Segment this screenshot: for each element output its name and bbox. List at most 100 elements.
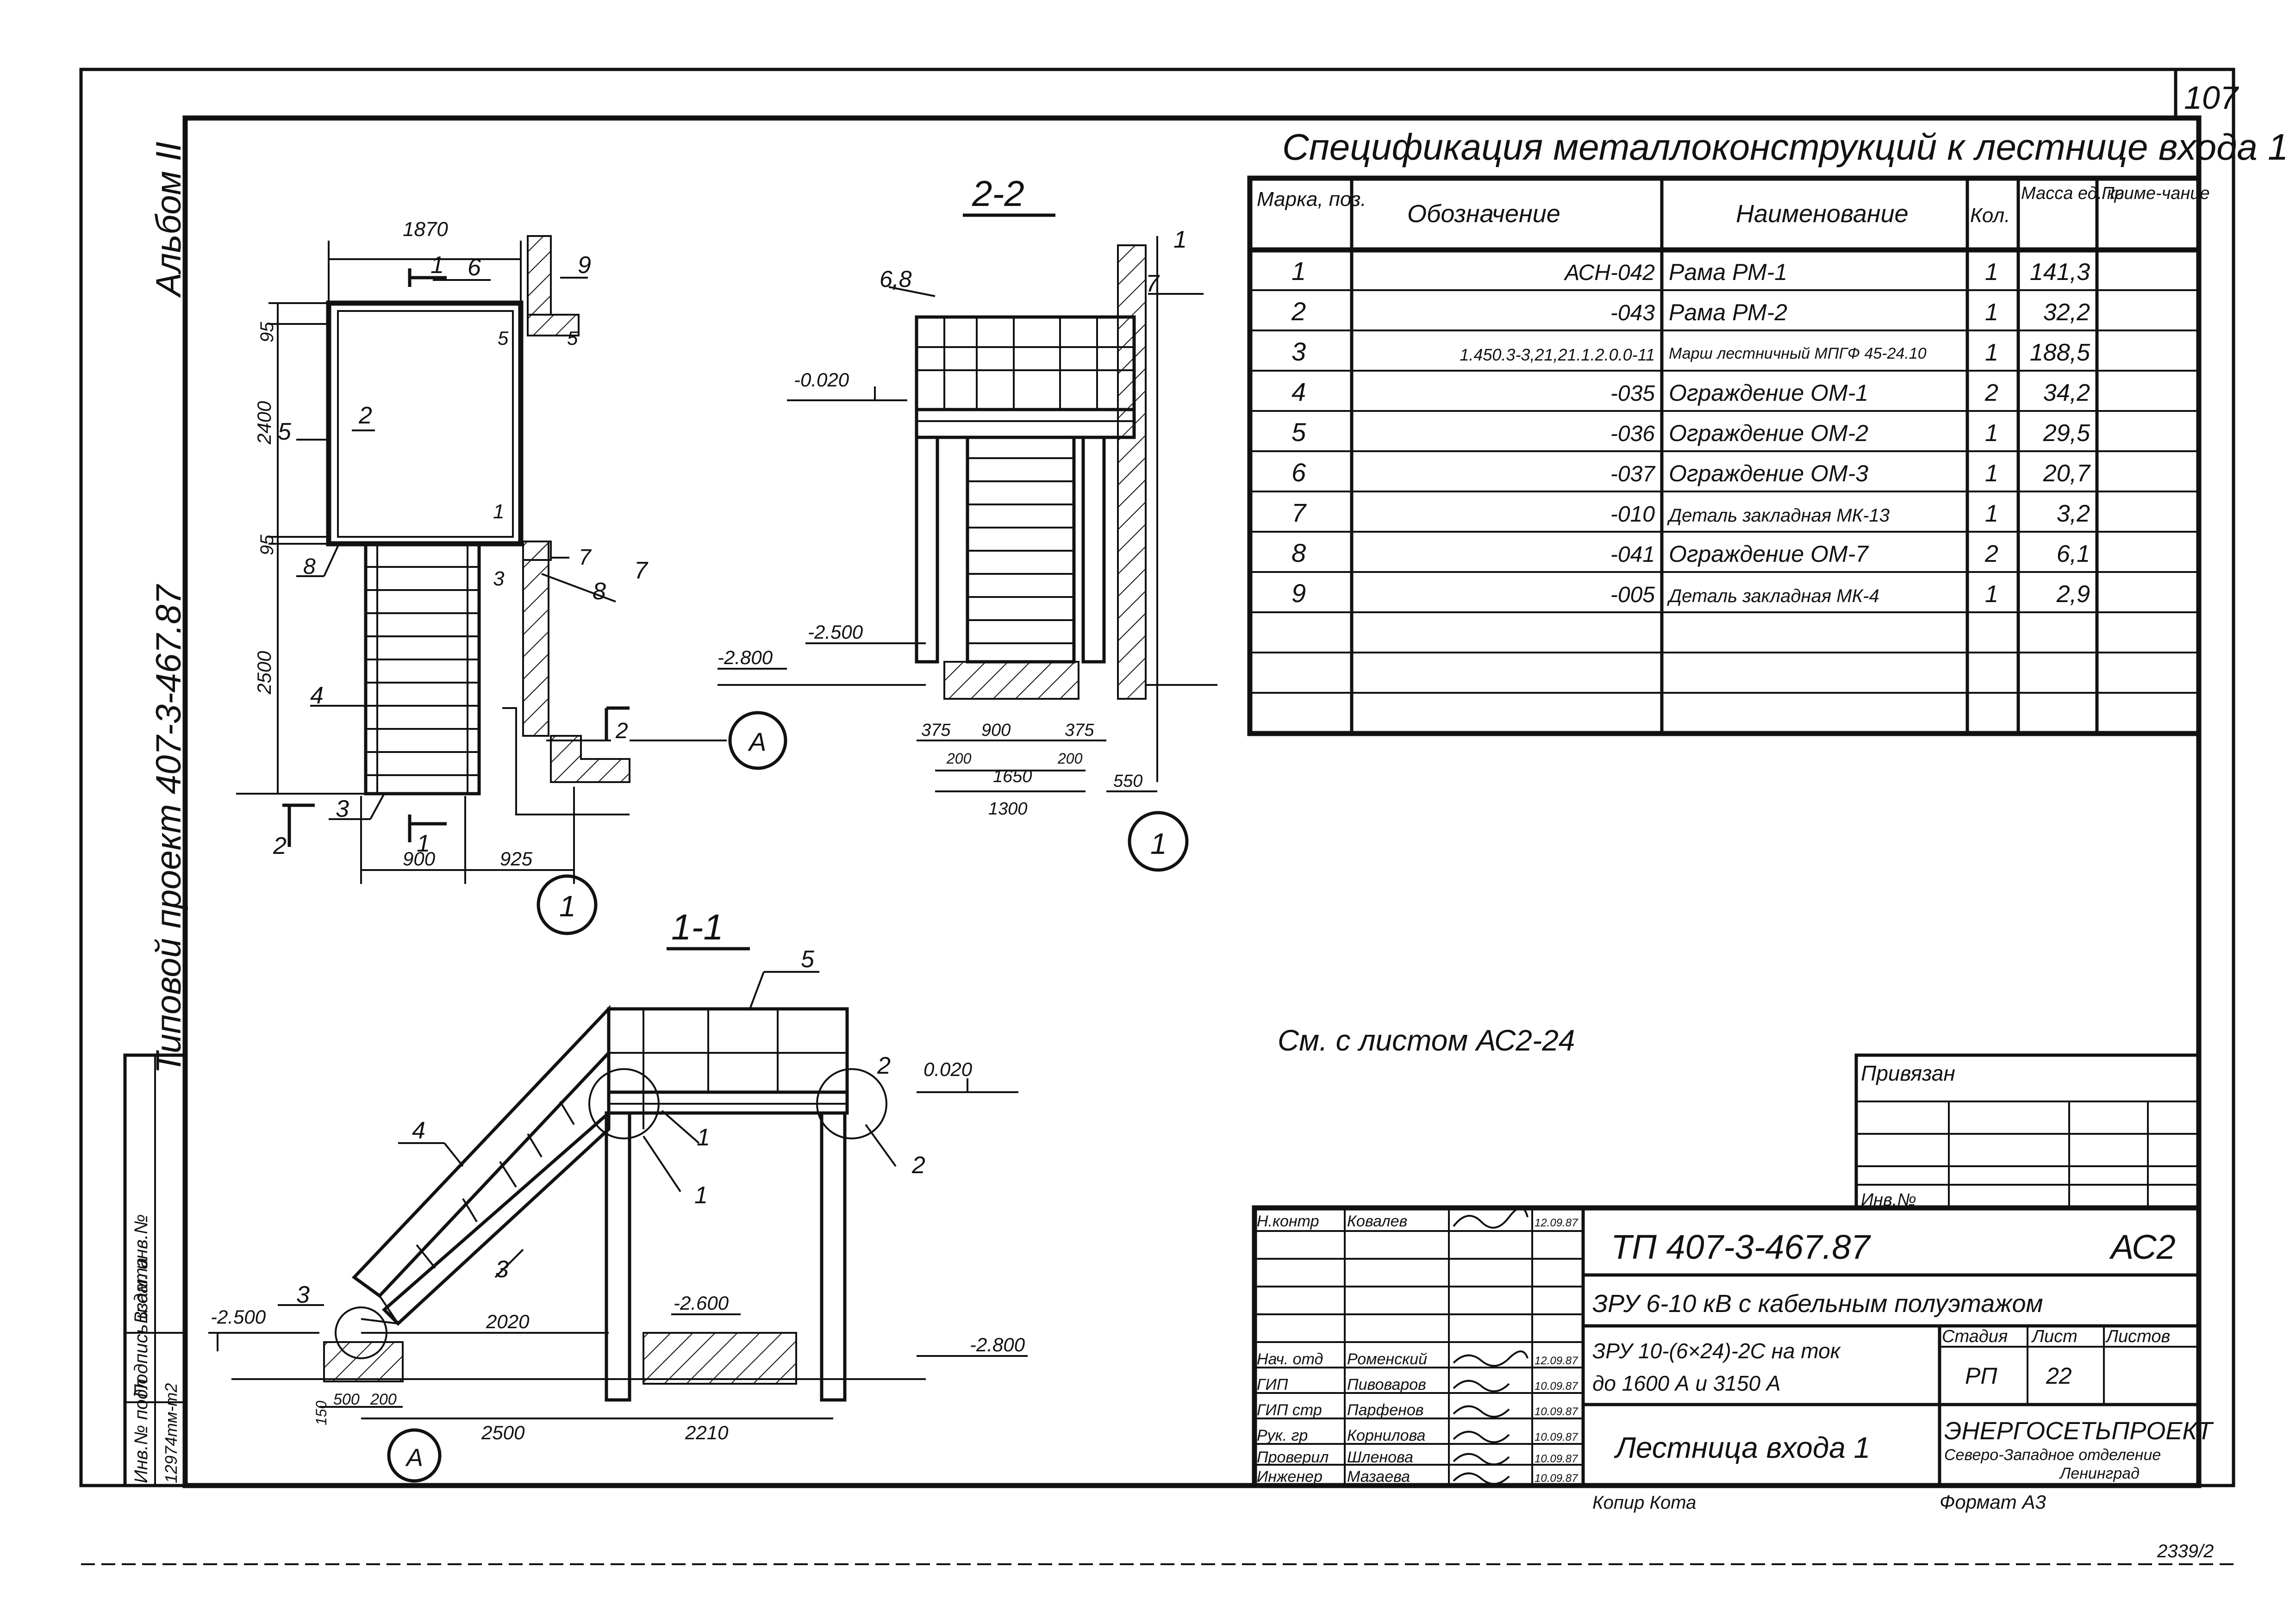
spec-pos: 7 bbox=[1292, 498, 1307, 527]
archive-stamp: 2339/2 bbox=[2157, 1541, 2214, 1561]
callout-letter: А bbox=[748, 727, 766, 756]
section-title: 1-1 bbox=[671, 907, 724, 947]
position-label: 3 bbox=[493, 567, 505, 590]
signature bbox=[1453, 1350, 1529, 1367]
spec-mass: 188,5 bbox=[2030, 339, 2090, 366]
date: 10.09.87 bbox=[1535, 1453, 1578, 1465]
dim-text: 95 bbox=[257, 535, 277, 555]
signature bbox=[1453, 1453, 1510, 1466]
spec-qty: 1 bbox=[1985, 581, 1998, 608]
date: 10.09.87 bbox=[1535, 1405, 1578, 1418]
dim-text: 95 bbox=[257, 322, 277, 342]
date: 12.09.87 bbox=[1535, 1217, 1578, 1229]
position-label: 7 bbox=[634, 557, 649, 584]
position-label: 5 bbox=[278, 418, 292, 445]
position-label: 7 bbox=[579, 545, 592, 570]
dim-text: 2500 bbox=[481, 1422, 525, 1443]
section-mark: 2 bbox=[273, 833, 287, 859]
position-label: 6 bbox=[468, 254, 481, 281]
paper-format: Формат А3 bbox=[1940, 1491, 2046, 1513]
role: Н.контр bbox=[1257, 1213, 1319, 1230]
axis-label: 1 bbox=[1150, 827, 1167, 860]
subtitle-1: ЗРУ 10-(6×24)-2С на ток bbox=[1592, 1339, 1841, 1363]
section-title: 2-2 bbox=[972, 173, 1024, 214]
album-label: Альбом II bbox=[149, 142, 188, 298]
spec-name: Ограждение ОМ-7 bbox=[1669, 541, 1869, 567]
dim-text: 200 bbox=[946, 750, 972, 767]
dim-text: 900 bbox=[403, 848, 436, 870]
signature bbox=[1453, 1472, 1510, 1485]
spec-designation: 1.450.3-3,21,21.1.2.0.0-11 bbox=[1460, 345, 1655, 364]
spec-name: Деталь закладная МК-13 bbox=[1667, 505, 1890, 526]
spec-designation: -037 bbox=[1610, 462, 1656, 486]
axis-bubble bbox=[1128, 811, 1189, 872]
spec-mass: 20,7 bbox=[2043, 460, 2091, 487]
sheet-number: 107 bbox=[2184, 80, 2240, 116]
name: Роменский bbox=[1347, 1350, 1427, 1368]
spec-header-designation: Обозначение bbox=[1407, 200, 1560, 228]
spec-designation: -043 bbox=[1610, 301, 1655, 325]
spec-designation: АСН-042 bbox=[1563, 261, 1655, 285]
dim-text: 2400 bbox=[253, 401, 275, 445]
name: Шленова bbox=[1347, 1449, 1413, 1466]
dim-text: 150 bbox=[313, 1400, 330, 1425]
spec-mass: 2,9 bbox=[2056, 581, 2090, 608]
inner-border bbox=[182, 115, 2202, 1488]
stage-value: РП bbox=[1965, 1363, 1997, 1389]
spec-name: Ограждение ОМ-1 bbox=[1669, 380, 1868, 406]
signature bbox=[1453, 1430, 1510, 1443]
section-2-2: 2-2 bbox=[718, 173, 1217, 872]
detail-circle bbox=[588, 1068, 660, 1139]
stage-header: Стадия bbox=[1942, 1327, 2008, 1346]
spec-header-pos: Марка, поз. bbox=[1257, 188, 1366, 211]
position-label: 9 bbox=[578, 252, 591, 279]
role: Рук. гр bbox=[1257, 1427, 1308, 1444]
name: Корнилова bbox=[1347, 1427, 1425, 1444]
spec-qty: 2 bbox=[1984, 379, 1998, 406]
section-mark: 1 bbox=[430, 252, 444, 279]
department: Северо-Западное отделение bbox=[1944, 1446, 2161, 1464]
position-label: 7 bbox=[1146, 270, 1160, 297]
dim-text: 550 bbox=[1113, 771, 1142, 791]
spec-pos: 4 bbox=[1292, 377, 1306, 406]
dim-text: 2500 bbox=[253, 651, 275, 695]
city: Ленинград bbox=[2059, 1465, 2140, 1482]
sheet-title: Лестница входа 1 bbox=[1614, 1431, 1870, 1464]
spec-mass: 6,1 bbox=[2057, 541, 2090, 567]
privyazan-label: Привязан bbox=[1861, 1061, 1955, 1085]
role: Нач. отд bbox=[1257, 1350, 1323, 1368]
spec-pos: 8 bbox=[1292, 538, 1306, 567]
date: 10.09.87 bbox=[1535, 1380, 1578, 1393]
dim-text: 1650 bbox=[993, 767, 1032, 786]
callout-bubble bbox=[387, 1428, 442, 1483]
position-label: 3 bbox=[296, 1281, 310, 1308]
spec-header-mass: Масса ед. кг bbox=[2021, 184, 2124, 203]
section-mark: 1 bbox=[493, 500, 504, 523]
spec-name: Деталь закладная МК-4 bbox=[1667, 586, 1879, 606]
document-mark: АС2 bbox=[2109, 1228, 2176, 1266]
spec-mass: 32,2 bbox=[2043, 299, 2090, 326]
spec-name: Рама РМ-2 bbox=[1669, 299, 1787, 325]
position-label: 5 bbox=[498, 327, 509, 349]
subtitle-2: до 1600 А и 3150 А bbox=[1592, 1371, 1781, 1395]
role: ГИП стр bbox=[1257, 1401, 1322, 1419]
dim-text: 200 bbox=[370, 1391, 397, 1408]
position-label: 1 bbox=[697, 1124, 710, 1151]
section-mark: 1 bbox=[417, 830, 430, 857]
callout-letter: А bbox=[405, 1444, 423, 1472]
level-mark: -2.500 bbox=[211, 1306, 266, 1328]
name: Ковалев bbox=[1347, 1213, 1407, 1230]
section-mark: 2 bbox=[615, 719, 628, 743]
spec-table: Марка, поз. Обозначение Наименование Кол… bbox=[1247, 175, 2210, 736]
position-label: 4 bbox=[412, 1117, 425, 1144]
role: Инженер bbox=[1257, 1468, 1323, 1486]
spec-name: Марш лестничный МПГФ 45-24.10 bbox=[1669, 345, 1927, 362]
section-1-1: 1-1 bbox=[208, 907, 1028, 1483]
dim-text: 900 bbox=[981, 721, 1011, 740]
detail-circle bbox=[816, 1068, 887, 1139]
spec-qty: 1 bbox=[1985, 420, 1998, 447]
position-label: 2 bbox=[358, 402, 372, 429]
axis-bubble bbox=[537, 874, 598, 935]
dim-text: 925 bbox=[500, 848, 533, 870]
level-mark: -2.500 bbox=[808, 621, 863, 643]
